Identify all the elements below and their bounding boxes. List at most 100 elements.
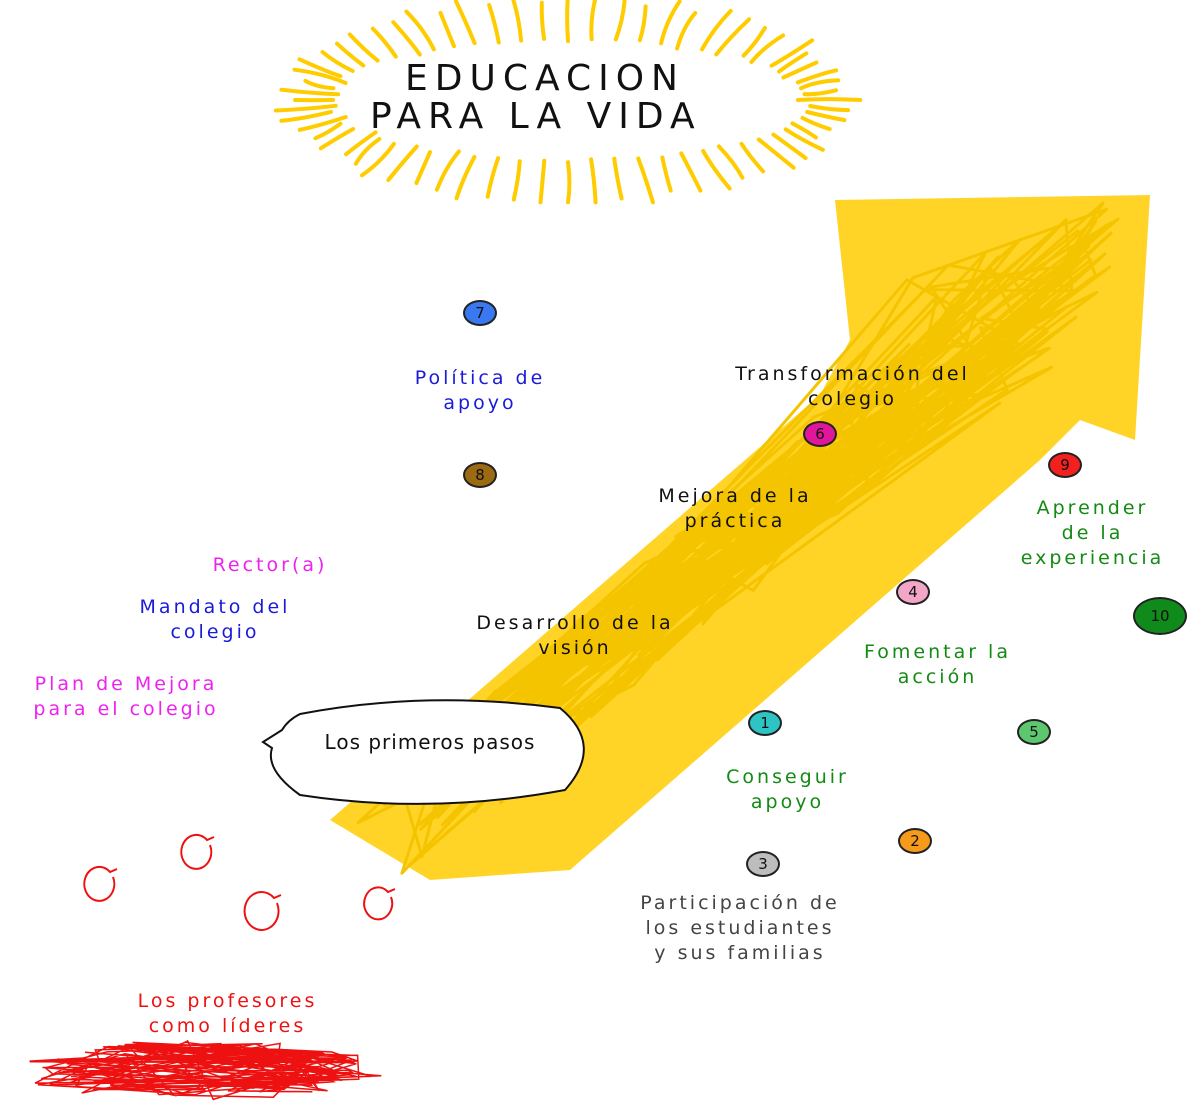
sun-ray — [777, 51, 809, 74]
sun-ray — [589, 0, 598, 42]
sun-ray — [386, 144, 419, 182]
sun-ray — [660, 155, 673, 193]
label-desarrollo-vision: Desarrollo de la visión — [476, 612, 674, 659]
badge-7-number: 7 — [475, 304, 485, 322]
label-rector: Rector(a) — [212, 554, 328, 576]
sun-ray — [805, 110, 847, 123]
sun-ray — [370, 26, 398, 59]
sun-ray — [749, 33, 786, 64]
badge-4: 4 — [896, 579, 930, 605]
sun-ray — [485, 156, 501, 199]
badge-8-number: 8 — [475, 466, 485, 484]
label-transformacion: Transformación del colegio — [735, 363, 970, 410]
title-line-2: PARA LA VIDA — [370, 96, 702, 137]
sun-ray — [589, 157, 598, 205]
badge-2: 2 — [898, 828, 932, 854]
sun-ray — [612, 156, 624, 201]
red-loop — [180, 833, 215, 870]
badge-5: 5 — [1017, 719, 1051, 745]
sun-ray — [353, 137, 382, 166]
sun-ray — [487, 3, 501, 45]
red-loop — [363, 886, 396, 921]
badge-2-number: 2 — [910, 832, 920, 850]
sun-rays — [273, 0, 863, 205]
sun-ray — [347, 32, 380, 63]
sun-ray — [701, 149, 732, 191]
badge-1-number: 1 — [760, 714, 770, 732]
sun-ray — [279, 109, 333, 123]
sun-ray — [344, 130, 378, 157]
sun-ray — [360, 141, 396, 178]
sun-ray — [700, 8, 733, 52]
sun-ray — [303, 78, 336, 91]
sun-ray — [741, 26, 767, 58]
sun-ray — [565, 0, 570, 44]
badge-4-number: 4 — [908, 583, 918, 601]
sun-ray — [637, 4, 648, 43]
badge-5-number: 5 — [1029, 723, 1039, 741]
badge-9: 9 — [1048, 452, 1082, 478]
label-mejora-practica: Mejora de la práctica — [658, 485, 812, 532]
red-loop — [243, 891, 282, 931]
arrow-scribble-lines — [356, 201, 1120, 875]
sun-ray — [636, 156, 655, 205]
badge-10: 10 — [1133, 597, 1187, 635]
badge-6-number: 6 — [815, 425, 825, 443]
sun-ray — [739, 141, 766, 174]
sun-ray — [679, 151, 703, 193]
sun-ray — [795, 68, 838, 85]
sun-ray — [511, 159, 522, 202]
speech-bubble — [261, 699, 585, 805]
sun-ray — [434, 149, 461, 192]
sun-ray — [313, 121, 343, 141]
sun-ray — [714, 17, 752, 57]
label-fomentar: Fomentar la acción — [864, 641, 1011, 688]
sun-ray — [613, 0, 627, 42]
sun-ray — [320, 50, 355, 73]
sun-ray — [454, 155, 477, 201]
red-ellipse-scribble — [29, 1039, 382, 1101]
sun-ray — [796, 97, 863, 102]
sun-ray — [391, 20, 422, 57]
sun-ray — [538, 158, 547, 205]
badge-9-number: 9 — [1060, 456, 1070, 474]
sun-ray — [716, 144, 745, 180]
label-mandato: Mandato del colegio — [139, 596, 291, 643]
badge-7: 7 — [463, 300, 497, 326]
badge-6: 6 — [803, 421, 837, 447]
sun-ray — [659, 0, 682, 46]
red-scribble-ellipse — [29, 1039, 382, 1101]
sun-ray — [769, 38, 815, 68]
sun-ray — [799, 78, 841, 91]
sun-ray — [802, 88, 838, 97]
sun-ray — [566, 160, 572, 205]
bubble-text: Los primeros pasos — [324, 730, 536, 754]
label-plan-mejora: Plan de Mejora para el colegio — [33, 673, 219, 720]
label-conseguir: Conseguir apoyo — [726, 766, 849, 813]
sun-ray — [279, 87, 341, 97]
sun-ray — [414, 150, 432, 185]
sun-ray — [790, 121, 818, 140]
badge-1: 1 — [748, 710, 782, 736]
sun-ray — [800, 115, 832, 131]
sun-ray — [297, 57, 343, 79]
sun-ray — [453, 0, 477, 46]
label-participacion: Participación de los estudiantes y sus f… — [640, 892, 840, 964]
label-aprender: Aprender de la experiencia — [1020, 497, 1165, 569]
sun-ray — [783, 127, 825, 152]
red-loop — [83, 865, 118, 902]
sun-ray — [404, 9, 436, 52]
title-line-1: EDUCACION — [405, 58, 685, 99]
badge-10-number: 10 — [1150, 607, 1170, 625]
sun-ray — [335, 41, 366, 68]
sun-ray — [539, 0, 547, 41]
sun-ray — [771, 132, 808, 161]
sun-ray — [781, 60, 819, 80]
badge-8: 8 — [463, 462, 497, 488]
sun-ray — [297, 115, 348, 132]
sun-ray — [808, 104, 851, 113]
sun-ray — [318, 127, 356, 151]
label-politica-de-apoyo: Política de apoyo — [414, 367, 546, 414]
